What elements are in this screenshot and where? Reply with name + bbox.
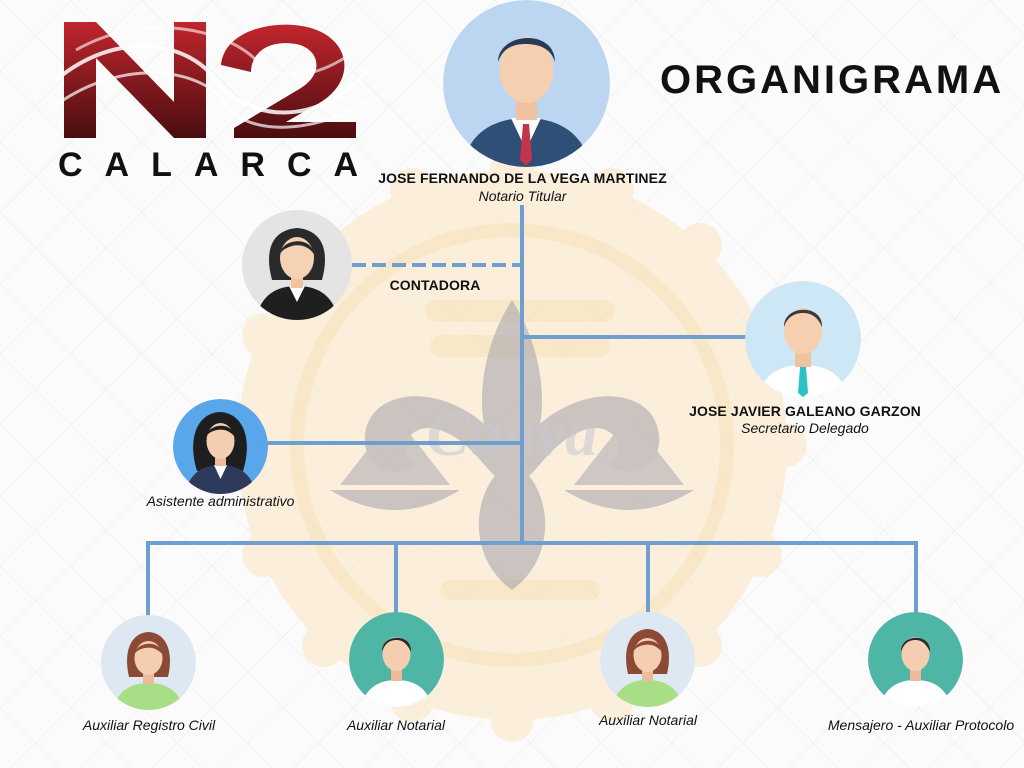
auxiliar-2-role: Auxiliar Notarial	[346, 717, 446, 733]
logo-city-text: CALARCA	[58, 146, 381, 184]
auxiliar-3-role: Auxiliar Notarial	[598, 712, 698, 728]
secretario-role: Secretario Delegado	[741, 420, 869, 436]
contadora-label: CONTADORA	[389, 277, 481, 293]
auxiliar-1-role: Auxiliar Registro Civil	[82, 717, 216, 733]
man-avatar-icon	[868, 612, 963, 707]
secretario-name: JOSE JAVIER GALEANO GARZON	[689, 403, 921, 419]
woman-avatar-icon	[101, 615, 196, 710]
notario-role: Notario Titular	[478, 188, 567, 204]
man-avatar-icon	[349, 612, 444, 707]
notaria-logo	[56, 22, 368, 139]
woman-avatar-icon	[242, 210, 352, 320]
notario-name: JOSE FERNANDO DE LA VEGA MARTINEZ	[378, 170, 667, 186]
asistente-role: Asistente administrativo	[146, 493, 295, 509]
page-title: ORGANIGRAMA	[660, 58, 1005, 102]
woman-avatar-icon	[600, 612, 695, 707]
auxiliar-4-role: Mensajero - Auxiliar Protocolo	[827, 717, 1015, 733]
woman-avatar-icon	[173, 399, 268, 494]
man-avatar-icon	[745, 281, 861, 397]
man-suit-avatar-icon	[443, 0, 610, 167]
canva-watermark: Canva	[427, 398, 598, 469]
